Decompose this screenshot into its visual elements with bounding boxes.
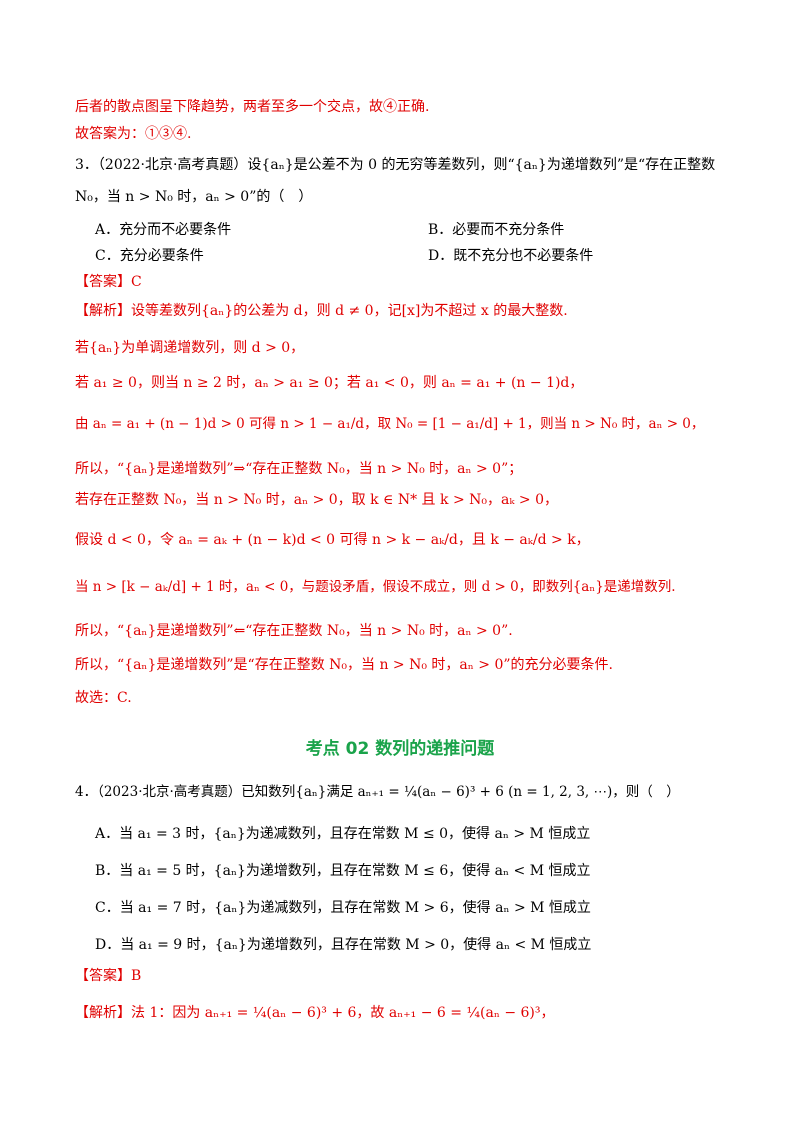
- question-4-stem: 4．（2023·北京·高考真题）已知数列{aₙ}满足 aₙ₊₁ = ¼(aₙ −…: [75, 784, 680, 800]
- analysis-tag: 【解析】: [75, 1005, 131, 1021]
- question-4-option-c: C．当 a₁ = 7 时，{aₙ}为递减数列，且存在常数 M > 6，使得 aₙ…: [95, 900, 591, 916]
- section-heading: 考点 02 数列的递推问题: [305, 739, 495, 759]
- analysis-line: 若存在正整数 N₀，当 n > N₀ 时，aₙ > 0，取 k ∈ N* 且 k…: [75, 492, 558, 508]
- analysis-line: 故选：C.: [75, 690, 132, 706]
- text-line: 故答案为：①③④.: [75, 126, 192, 142]
- analysis-text: 法 1：因为 aₙ₊₁ = ¼(aₙ − 6)³ + 6，故 aₙ₊₁ − 6 …: [131, 1005, 555, 1021]
- text-line: 后者的散点图呈下降趋势，两者至多一个交点，故④正确.: [75, 99, 430, 115]
- analysis-line: 当 n > [k − aₖ/d] + 1 时，aₙ < 0，与题设矛盾，假设不成…: [75, 579, 676, 595]
- question-4-option-a: A．当 a₁ = 3 时，{aₙ}为递减数列，且存在常数 M ≤ 0，使得 aₙ…: [95, 826, 591, 842]
- analysis-line: 由 aₙ = a₁ + (n − 1)d > 0 可得 n > 1 − a₁/d…: [75, 416, 705, 432]
- answer-value: C: [131, 274, 142, 290]
- analysis-text: 设等差数列{aₙ}的公差为 d，则 d ≠ 0，记[x]为不超过 x 的最大整数…: [131, 303, 568, 319]
- question-4-option-b: B．当 a₁ = 5 时，{aₙ}为递增数列，且存在常数 M ≤ 6，使得 aₙ…: [95, 863, 591, 879]
- answer-tag: 【答案】: [75, 274, 131, 290]
- question-3-option-c: C．充分必要条件: [95, 248, 204, 264]
- analysis-line: 假设 d < 0，令 aₙ = aₖ + (n − k)d < 0 可得 n >…: [75, 532, 590, 548]
- analysis-line: 若{aₙ}为单调递增数列，则 d > 0，: [75, 340, 305, 356]
- question-3-answer: 【答案】C: [75, 272, 142, 292]
- question-3-option-a: A．充分而不必要条件: [95, 222, 232, 238]
- question-3-option-b: B．必要而不充分条件: [428, 222, 565, 238]
- question-3-stem: 3．（2022·北京·高考真题）设{aₙ}是公差不为 0 的无穷等差数列，则“{…: [75, 157, 716, 173]
- analysis-line: 若 a₁ ≥ 0，则当 n ≥ 2 时，aₙ > a₁ ≥ 0；若 a₁ < 0…: [75, 375, 584, 391]
- question-4-option-d: D．当 a₁ = 9 时，{aₙ}为递增数列，且存在常数 M > 0，使得 aₙ…: [95, 937, 592, 953]
- analysis-line: 所以，“{aₙ}是递增数列”⇒“存在正整数 N₀，当 n > N₀ 时，aₙ >…: [75, 461, 523, 477]
- question-4-answer: 【答案】B: [75, 966, 141, 986]
- question-3-stem-cont: N₀，当 n > N₀ 时，aₙ > 0”的（ ）: [75, 189, 313, 205]
- analysis-line: 所以，“{aₙ}是递增数列”是“存在正整数 N₀，当 n > N₀ 时，aₙ >…: [75, 657, 613, 673]
- answer-tag: 【答案】: [75, 968, 131, 984]
- question-4-analysis: 【解析】法 1：因为 aₙ₊₁ = ¼(aₙ − 6)³ + 6，故 aₙ₊₁ …: [75, 1003, 555, 1023]
- question-3-option-d: D．既不充分也不必要条件: [428, 248, 594, 264]
- question-3-analysis: 【解析】设等差数列{aₙ}的公差为 d，则 d ≠ 0，记[x]为不超过 x 的…: [75, 301, 568, 321]
- analysis-tag: 【解析】: [75, 303, 131, 319]
- answer-value: B: [131, 968, 142, 984]
- analysis-line: 所以，“{aₙ}是递增数列”⇐“存在正整数 N₀，当 n > N₀ 时，aₙ >…: [75, 623, 513, 639]
